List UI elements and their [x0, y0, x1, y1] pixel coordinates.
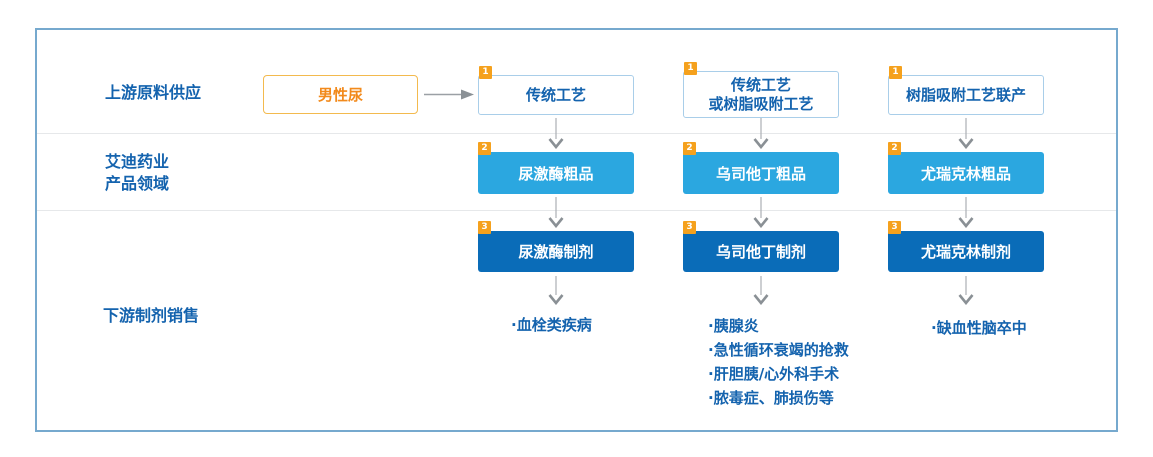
step-badge-1: 1: [684, 62, 697, 75]
row-label-company-line2: 产品领域: [105, 174, 170, 193]
formulation-box-col1-label: 尿激酶制剂: [518, 243, 594, 261]
process-box-col2-line1: 传统工艺: [730, 75, 791, 94]
process-box-col3-label: 树脂吸附工艺联产: [905, 85, 1026, 104]
step-badge-3: 3: [888, 221, 901, 234]
formulation-box-col2: 3 乌司他丁制剂: [683, 221, 839, 272]
arrow-down-icon: [753, 197, 769, 228]
step-badge-2: 2: [683, 142, 696, 155]
formulation-box-col3: 3 尤瑞克林制剂: [888, 221, 1044, 272]
crude-box-col2: 2 乌司他丁粗品: [683, 142, 839, 194]
step-badge-3: 3: [478, 221, 491, 234]
process-box-col1: 1 传统工艺: [478, 66, 634, 115]
step-badge-1: 1: [479, 66, 492, 79]
crude-box-col1-label: 尿激酶粗品: [518, 164, 594, 183]
row-divider-2: [37, 210, 1116, 211]
crude-box-col3-label: 尤瑞克林粗品: [920, 164, 1011, 183]
arrow-down-icon: [958, 118, 974, 149]
row-divider-1: [37, 133, 1116, 134]
indications-col3: ·缺血性脑卒中: [931, 320, 1027, 337]
indication-item: ·急性循环衰竭的抢救: [708, 341, 849, 359]
indication-item: ·脓毒症、肺损伤等: [708, 389, 834, 407]
crude-box-col3: 2 尤瑞克林粗品: [888, 142, 1044, 194]
step-badge-2: 2: [478, 142, 491, 155]
process-box-col2-line2: 或树脂吸附工艺: [708, 94, 814, 113]
row-label-downstream: 下游制剂销售: [103, 306, 200, 325]
process-box-col3: 1 树脂吸附工艺联产: [888, 66, 1044, 115]
arrow-down-icon: [548, 197, 564, 228]
arrow-right-icon: [424, 89, 474, 100]
crude-box-col2-label: 乌司他丁粗品: [715, 164, 806, 183]
step-badge-3: 3: [683, 221, 696, 234]
arrow-down-icon: [548, 118, 564, 149]
process-box-col2: 1 传统工艺 或树脂吸附工艺: [683, 62, 839, 118]
arrow-down-icon: [958, 276, 974, 305]
crude-box-col1: 2 尿激酶粗品: [478, 142, 634, 194]
formulation-box-col1: 3 尿激酶制剂: [478, 221, 634, 272]
formulation-box-col2-label: 乌司他丁制剂: [715, 243, 806, 261]
indication-item: ·缺血性脑卒中: [931, 319, 1027, 337]
process-box-col1-label: 传统工艺: [525, 85, 586, 104]
arrow-down-icon: [753, 276, 769, 305]
indications-col2: ·胰腺炎 ·急性循环衰竭的抢救 ·肝胆胰/心外科手术 ·脓毒症、肺损伤等: [708, 314, 849, 410]
row-label-upstream: 上游原料供应: [105, 83, 202, 102]
arrow-down-icon: [548, 276, 564, 305]
formulation-box-col3-label: 尤瑞克林制剂: [920, 243, 1011, 261]
row-label-company: 艾迪药业 产品领域: [105, 151, 169, 195]
source-box-male-urine: 男性尿: [263, 75, 418, 114]
step-badge-1: 1: [889, 66, 902, 79]
arrow-down-icon: [753, 118, 769, 149]
row-label-company-line1: 艾迪药业: [105, 152, 170, 171]
arrow-down-icon: [958, 197, 974, 228]
indication-item: ·肝胆胰/心外科手术: [708, 365, 840, 383]
indication-item: ·血栓类疾病: [511, 316, 592, 334]
indication-item: ·胰腺炎: [708, 317, 759, 335]
indications-col1: ·血栓类疾病: [511, 317, 592, 334]
step-badge-2: 2: [888, 142, 901, 155]
